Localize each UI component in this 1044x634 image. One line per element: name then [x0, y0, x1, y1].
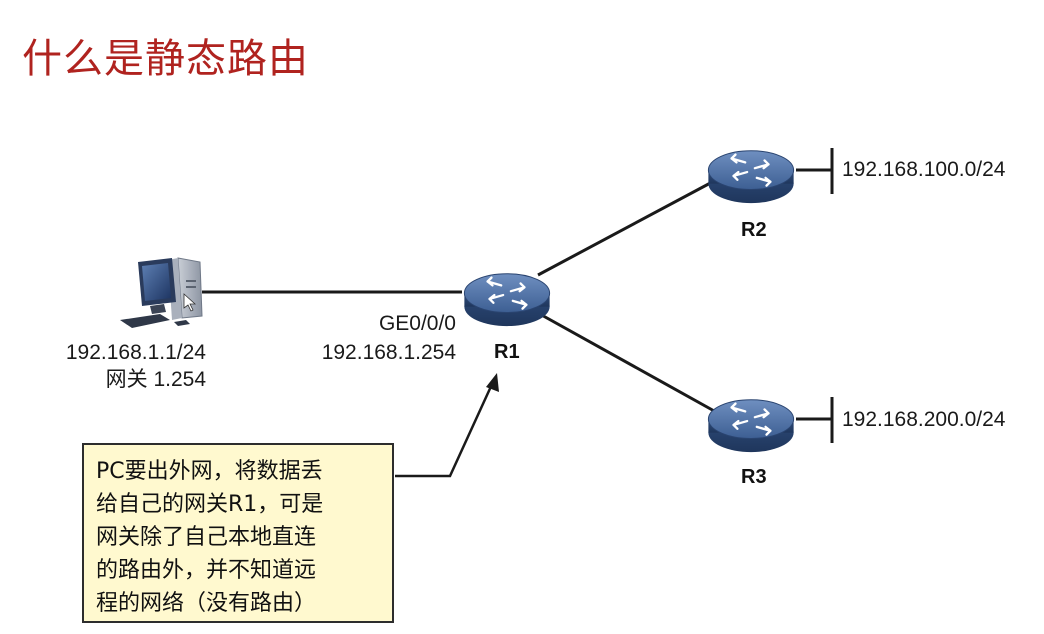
pc-gateway-label: 网关 1.254: [105, 368, 206, 391]
link-r1-r3: [537, 311, 717, 414]
callout-line: 的路由外，并不知道远: [96, 558, 317, 583]
router-r3-name: R3: [741, 466, 767, 488]
router-r3-icon: [707, 398, 795, 454]
callout-arrow: [395, 381, 495, 478]
callout-line: 给自己的网关R1，可是: [96, 492, 324, 517]
slide-title: 什么是静态路由: [22, 36, 309, 82]
callout-line: PC要出外网，将数据丢: [96, 459, 323, 484]
callout-arrowhead: [486, 373, 499, 392]
router-r2-name: R2: [741, 219, 767, 241]
r3-network-label: 192.168.200.0/24: [842, 408, 1006, 431]
r1-interface-label: GE0/0/0: [378, 312, 456, 335]
r2-network-label: 192.168.100.0/24: [842, 158, 1006, 181]
router-r1-icon: [463, 272, 551, 328]
callout-line: 网关除了自己本地直连: [96, 525, 317, 550]
link-r1-r2: [537, 178, 717, 277]
router-r2-icon: [707, 149, 795, 205]
router-r1-name: R1: [494, 341, 520, 363]
explanation-callout: PC要出外网，将数据丢 给自己的网关R1，可是 网关除了自己本地直连 的路由外，…: [82, 443, 394, 623]
r1-ip-label: 192.168.1.254: [321, 341, 456, 364]
pc-ip-label: 192.168.1.1/24: [65, 341, 206, 364]
pc-icon: [120, 257, 203, 328]
callout-line: 程的网络（没有路由）: [96, 591, 317, 616]
